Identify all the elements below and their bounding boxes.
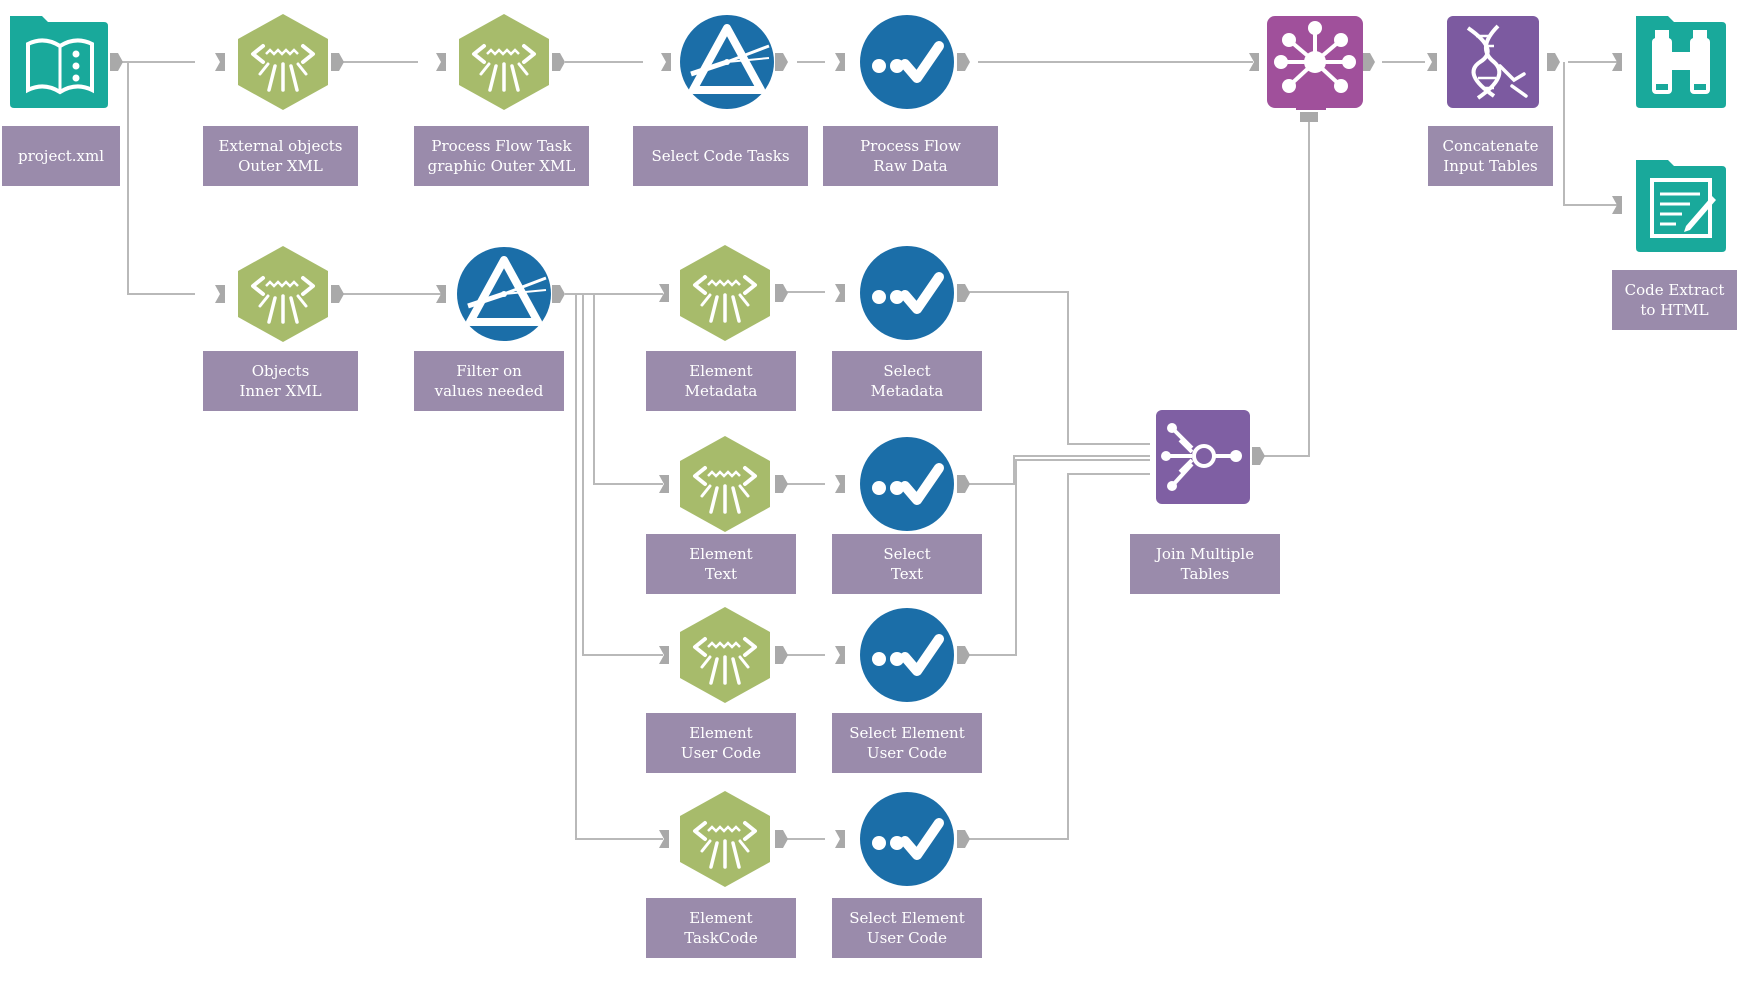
input-port[interactable] [436,53,446,71]
input-port[interactable] [835,475,845,493]
filter-icon[interactable] [457,247,551,341]
wire-filter-to-text [593,294,663,485]
label-join-multiple: Join Multiple Tables [1130,534,1280,594]
label-process-flow-raw: Process Flow Raw Data [823,126,998,186]
ports [110,53,1622,848]
label-element-taskcode: Element TaskCode [646,898,796,958]
xml-parse-icon[interactable] [678,789,772,889]
output-port[interactable] [957,830,970,848]
wire-filter-to-taskcode [575,294,663,840]
browse-node[interactable] [1636,16,1726,108]
output-port[interactable] [110,53,123,71]
output-port[interactable] [1362,53,1375,71]
xml-parse-icon[interactable] [236,244,330,344]
input-port[interactable] [215,285,225,303]
input-port[interactable] [1427,53,1437,71]
output-port[interactable] [1547,53,1560,71]
select-check-icon[interactable] [860,246,954,340]
wire-filter-to-usercode [582,294,663,656]
input-port[interactable] [661,53,671,71]
xml-parse-icon[interactable] [678,605,772,705]
connections [110,61,1620,840]
wire-select-user-to-join [967,459,1150,656]
label-filter-values: Filter on values needed [414,351,564,411]
label-select-text: Select Text [832,534,982,594]
wire-select-text-to-join [967,455,1150,485]
input-port[interactable] [215,53,225,71]
input-port[interactable] [436,285,446,303]
label-select-usercode: Select Element User Code [832,713,982,773]
join-multiple-node[interactable] [1156,410,1250,504]
output-port[interactable] [552,285,565,303]
input-port[interactable] [835,830,845,848]
label-code-extract: Code Extract to HTML [1612,270,1737,330]
select-check-icon[interactable] [860,792,954,886]
wire-select-meta-to-join [967,291,1150,445]
output-port[interactable] [775,284,788,302]
output-port[interactable] [775,830,788,848]
output-port[interactable] [957,53,970,71]
wire-select-task-to-join [967,473,1150,840]
xml-parse-icon[interactable] [457,12,551,112]
label-element-metadata: Element Metadata [646,351,796,411]
output-port[interactable] [1252,447,1265,465]
label-concatenate: Concatenate Input Tables [1428,126,1553,186]
output-port[interactable] [331,285,344,303]
output-data-node[interactable] [1636,160,1726,252]
filter-icon[interactable] [680,15,774,109]
xml-parse-icon[interactable] [678,434,772,534]
union-node[interactable] [1267,16,1363,110]
select-check-icon[interactable] [860,608,954,702]
select-check-icon[interactable] [860,15,954,109]
output-port[interactable] [957,646,970,664]
wire-concat-to-output [1563,62,1620,206]
input-port[interactable] [659,284,669,302]
label-select-taskcode: Select Element User Code [832,898,982,958]
output-port[interactable] [331,53,344,71]
xml-parse-icon[interactable] [678,243,772,343]
select-check-icon[interactable] [860,437,954,531]
wire-input-to-objects [127,62,195,295]
output-port[interactable] [957,284,970,302]
input-port[interactable] [659,475,669,493]
output-port[interactable] [775,646,788,664]
label-project-xml: project.xml [2,126,120,186]
label-select-code-tasks: Select Code Tasks [633,126,808,186]
label-select-metadata: Select Metadata [832,351,982,411]
label-element-usercode: Element User Code [646,713,796,773]
xml-parse-icon[interactable] [236,12,330,112]
concatenate-node[interactable] [1447,16,1539,108]
wire-join-to-union [1264,122,1310,457]
output-port[interactable] [775,53,788,71]
label-process-flow-task: Process Flow Task graphic Outer XML [414,126,589,186]
input-port[interactable] [1612,196,1622,214]
report-output-icon [1636,160,1726,252]
output-port[interactable] [775,475,788,493]
input-port[interactable] [1300,112,1318,122]
label-element-text: Element Text [646,534,796,594]
output-port[interactable] [552,53,565,71]
input-port[interactable] [835,53,845,71]
label-external-objects: External objects Outer XML [203,126,358,186]
label-objects-inner-xml: Objects Inner XML [203,351,358,411]
input-port[interactable] [835,646,845,664]
input-port[interactable] [659,830,669,848]
input-port[interactable] [659,646,669,664]
input-port[interactable] [1612,53,1622,71]
output-port[interactable] [957,475,970,493]
input-port[interactable] [835,284,845,302]
input-data-node[interactable] [10,16,108,108]
input-port[interactable] [1249,53,1259,71]
